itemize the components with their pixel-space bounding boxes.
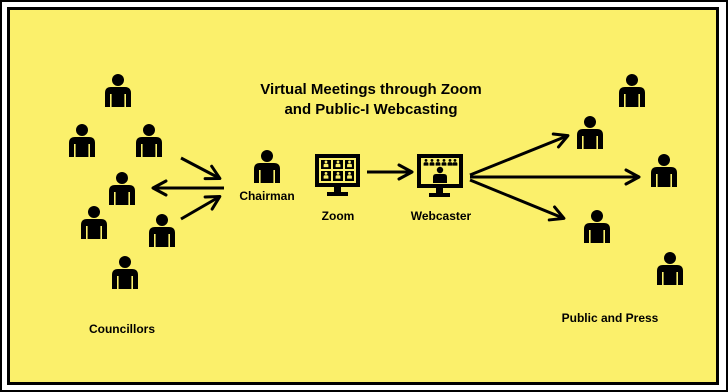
councillor-person-icon bbox=[69, 124, 95, 157]
councillor-person-icon bbox=[81, 206, 107, 239]
councillor-person-icon bbox=[149, 214, 175, 247]
councillors-to-chairman-arrow bbox=[180, 194, 222, 221]
councillor-person-icon bbox=[112, 256, 138, 289]
chairman-label: Chairman bbox=[239, 189, 294, 203]
councillor-person-icon bbox=[136, 124, 162, 157]
zoom-grid-monitor-icon bbox=[315, 154, 360, 196]
councillors-to-chairman-arrow bbox=[180, 156, 222, 181]
diagram-title-line1: Virtual Meetings through Zoom bbox=[260, 81, 481, 98]
public-person-icon bbox=[619, 74, 645, 107]
public-person-icon bbox=[657, 252, 683, 285]
councillors-label: Councillors bbox=[89, 322, 155, 336]
webcast-monitor-icon bbox=[417, 154, 463, 197]
public-and-press-label: Public and Press bbox=[562, 311, 659, 325]
diagram-canvas: Virtual Meetings through Zoom and Public… bbox=[7, 7, 719, 385]
webcaster-label: Webcaster bbox=[411, 209, 472, 223]
public-person-icon bbox=[651, 154, 677, 187]
diagram-title-line2: and Public-I Webcasting bbox=[284, 101, 457, 118]
zoom-label: Zoom bbox=[322, 209, 355, 223]
public-person-icon bbox=[577, 116, 603, 149]
diagram-svg: Virtual Meetings through Zoom and Public… bbox=[69, 74, 683, 336]
webcaster-to-public-arrow bbox=[469, 132, 570, 177]
webcaster-to-public-arrow bbox=[469, 178, 566, 222]
chairman-person-icon bbox=[254, 150, 280, 183]
public-person-icon bbox=[584, 210, 610, 243]
councillor-person-icon bbox=[109, 172, 135, 205]
councillor-person-icon bbox=[105, 74, 131, 107]
